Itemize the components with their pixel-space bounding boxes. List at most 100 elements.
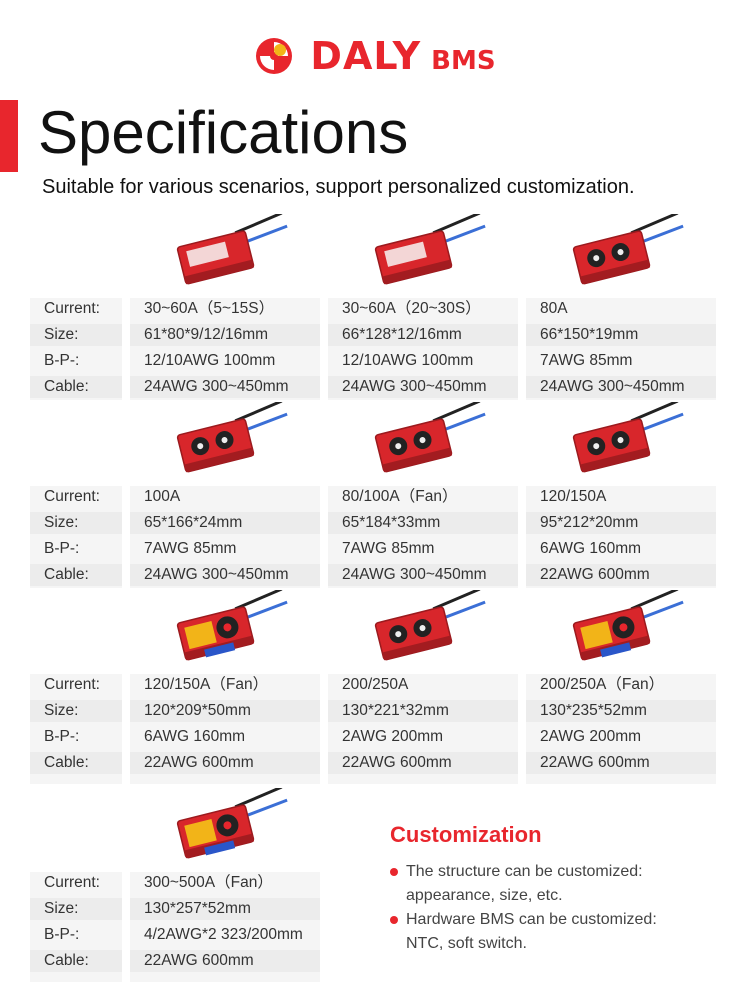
- spec-value-bp-text: 12/10AWG 100mm: [144, 352, 276, 369]
- spec-value-cable-text: 24AWG 300~450mm: [144, 566, 289, 583]
- spec-value-cable-text: 22AWG 600mm: [540, 566, 650, 583]
- spec-value-cable-text: 22AWG 600mm: [144, 754, 254, 771]
- product-image: [328, 399, 518, 486]
- spec-value-bp-text: 7AWG 85mm: [144, 540, 237, 557]
- title-accent-bar: [0, 100, 18, 172]
- spec-value-current-text: 80/100A（Fan）: [342, 488, 458, 505]
- spec-value-bp-text: 6AWG 160mm: [144, 728, 246, 745]
- spec-value-size: 130*221*32mm: [328, 700, 518, 722]
- spec-value-cable: 22AWG 600mm: [526, 564, 716, 586]
- spec-label-size: Size:: [30, 700, 122, 722]
- bms-twin-fan-board-icon: [572, 211, 684, 285]
- spec-label-current: Current:: [30, 298, 122, 320]
- spec-value-current-text: 120/150A: [540, 488, 607, 505]
- spec-value-bp-text: 4/2AWG*2 323/200mm: [144, 926, 303, 943]
- spec-label-size-text: Size:: [44, 326, 79, 343]
- product-image: [328, 587, 518, 674]
- bms-fan-board-icon: [176, 587, 288, 661]
- spec-value-cable: 22AWG 600mm: [130, 752, 320, 774]
- spec-value-bp: 12/10AWG 100mm: [130, 350, 320, 372]
- spec-label-bp-text: B-P-:: [44, 540, 80, 557]
- brand-logo: DALY BMS: [0, 34, 750, 78]
- spec-label-current-text: Current:: [44, 676, 100, 693]
- spec-value-bp: 7AWG 85mm: [130, 538, 320, 560]
- spec-value-size-text: 95*212*20mm: [540, 514, 639, 531]
- customization-item: Hardware BMS can be customized: NTC, sof…: [390, 908, 726, 956]
- spec-value-current: 100A: [130, 486, 320, 508]
- spec-label-size: Size:: [30, 512, 122, 534]
- spec-value-cable: 24AWG 300~450mm: [526, 376, 716, 398]
- product-image: [130, 211, 320, 298]
- spec-label-bp: B-P-:: [30, 726, 122, 748]
- spec-value-bp-text: 2AWG 200mm: [540, 728, 642, 745]
- spec-cell: 200/250A 130*221*32mm 2AWG 200mm 22AWG 600m…: [328, 587, 518, 784]
- brand-name: DALY: [310, 34, 422, 78]
- brand-suffix: BMS: [431, 46, 496, 76]
- spec-cell: 300~500A（Fan） 130*257*52mm 4/2AWG*2 323/20…: [130, 785, 320, 982]
- spec-value-cable: 22AWG 600mm: [130, 950, 320, 972]
- spec-value-bp-text: 2AWG 200mm: [342, 728, 444, 745]
- spec-label-bp-text: B-P-:: [44, 926, 80, 943]
- spec-value-bp: 2AWG 200mm: [328, 726, 518, 748]
- spec-value-bp: 6AWG 160mm: [130, 726, 320, 748]
- product-image: [526, 211, 716, 298]
- spec-value-size-text: 130*257*52mm: [144, 900, 251, 917]
- spec-label-cable: Cable:: [30, 752, 122, 774]
- spec-value-size-text: 66*128*12/16mm: [342, 326, 462, 343]
- spec-value-current: 300~500A（Fan）: [130, 872, 320, 894]
- bms-fan-board-icon: [176, 785, 288, 859]
- page-title: Specifications: [38, 99, 409, 166]
- spec-label-size: Size:: [30, 324, 122, 346]
- spec-label-size-text: Size:: [44, 514, 79, 531]
- spec-value-cable: 24AWG 300~450mm: [328, 564, 518, 586]
- spec-label-size-text: Size:: [44, 900, 79, 917]
- spec-label-size-text: Size:: [44, 702, 79, 719]
- spec-value-current-text: 80A: [540, 300, 568, 317]
- spec-value-current-text: 120/150A（Fan）: [144, 676, 269, 693]
- spec-value-size-text: 130*221*32mm: [342, 702, 449, 719]
- spec-value-size: 95*212*20mm: [526, 512, 716, 534]
- spec-value-cable-text: 24AWG 300~450mm: [342, 566, 487, 583]
- label-spacer: [30, 214, 122, 298]
- spec-label-cable-text: Cable:: [44, 952, 89, 969]
- bms-flat-board-icon: [176, 211, 288, 285]
- spec-label-bp-text: B-P-:: [44, 728, 80, 745]
- page-subtitle: Suitable for various scenarios, support …: [42, 176, 635, 198]
- spec-label-column: Current: Size: B-P-: Cable:: [30, 402, 122, 588]
- label-spacer: [30, 788, 122, 872]
- customization-title: Customization: [390, 822, 542, 847]
- product-image: [130, 587, 320, 674]
- spec-cell: 80/100A（Fan） 65*184*33mm 7AWG 85mm 24AWG 30…: [328, 399, 518, 588]
- spec-value-cable-text: 22AWG 600mm: [342, 754, 452, 771]
- product-image: [526, 399, 716, 486]
- label-spacer: [30, 590, 122, 674]
- customization-list: The structure can be customized: appeara…: [390, 860, 726, 956]
- bms-twin-fan-board-icon: [374, 399, 486, 473]
- spec-value-bp-text: 12/10AWG 100mm: [342, 352, 474, 369]
- spec-value-bp: 4/2AWG*2 323/200mm: [130, 924, 320, 946]
- spec-label-current: Current:: [30, 486, 122, 508]
- spec-value-size: 65*166*24mm: [130, 512, 320, 534]
- spec-label-cable: Cable:: [30, 564, 122, 586]
- customization-item-line: appearance, size, etc.: [406, 887, 563, 904]
- spec-label-column: Current: Size: B-P-: Cable:: [30, 214, 122, 400]
- spec-label-cable-text: Cable:: [44, 566, 89, 583]
- spec-value-cable-text: 24AWG 300~450mm: [342, 378, 487, 395]
- spec-value-size: 120*209*50mm: [130, 700, 320, 722]
- spec-value-bp: 2AWG 200mm: [526, 726, 716, 748]
- spec-value-size-text: 65*184*33mm: [342, 514, 441, 531]
- spec-value-size: 66*128*12/16mm: [328, 324, 518, 346]
- spec-label-bp-text: B-P-:: [44, 352, 80, 369]
- bullet-icon: [390, 868, 398, 876]
- spec-value-size-text: 120*209*50mm: [144, 702, 251, 719]
- spec-value-current: 200/250A: [328, 674, 518, 696]
- spec-label-cable: Cable:: [30, 376, 122, 398]
- product-image: [130, 399, 320, 486]
- spec-cell: 100A 65*166*24mm 7AWG 85mm 24AWG 300~450mm: [130, 399, 320, 588]
- spec-value-bp-text: 7AWG 85mm: [342, 540, 435, 557]
- product-image: [526, 587, 716, 674]
- spec-value-current: 120/150A: [526, 486, 716, 508]
- spec-value-current-text: 300~500A（Fan）: [144, 874, 273, 891]
